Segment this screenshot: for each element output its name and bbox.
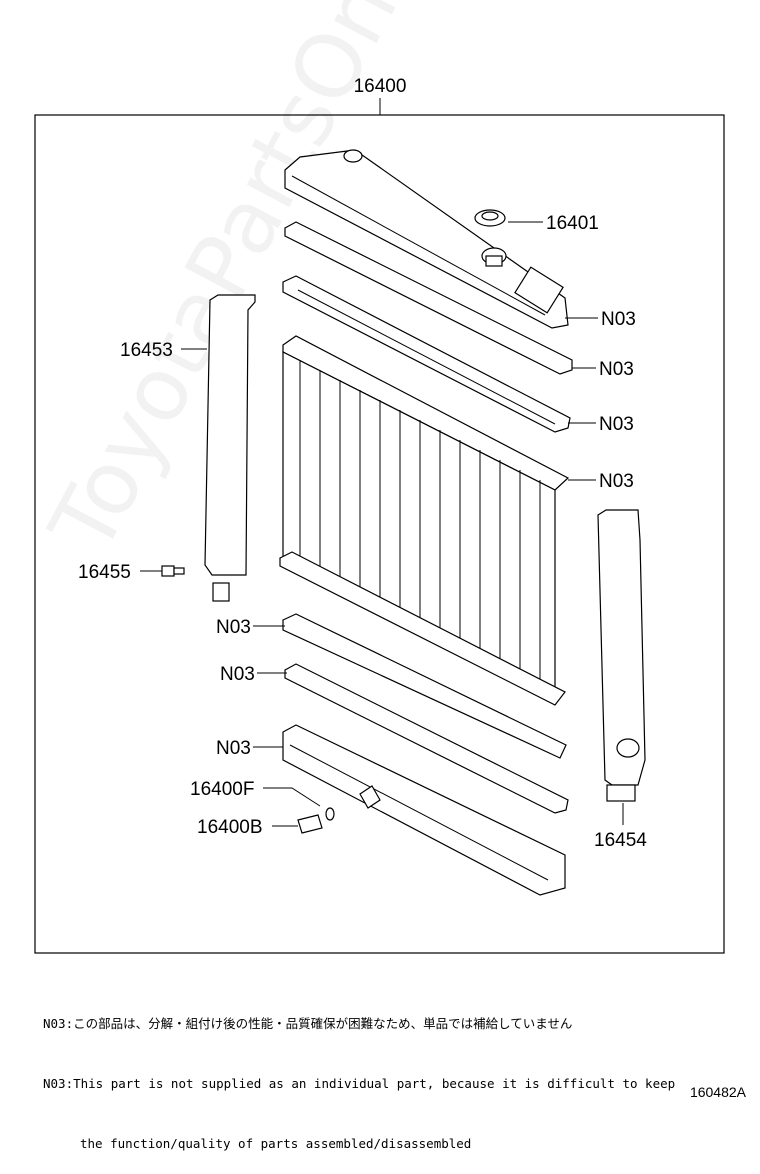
upper-core-plate[interactable] (282, 275, 571, 433)
lower-gasket[interactable] (284, 663, 569, 814)
lower-tank[interactable] (282, 724, 566, 896)
note-en-1: N03:This part is not supplied as an indi… (43, 1076, 676, 1091)
note-en-2: the function/quality of parts assembled/… (80, 1136, 472, 1151)
label-16400[interactable]: 16400 (354, 76, 407, 97)
left-side-support[interactable] (204, 294, 256, 602)
notes: N03:この部品は、分解・組付け後の性能・品質確保が困難なため、単品では補給して… (43, 974, 743, 1174)
right-side-support[interactable] (597, 509, 646, 802)
radiator-core[interactable] (279, 335, 570, 706)
bolt[interactable] (161, 565, 185, 577)
label-16453[interactable]: 16453 (120, 340, 173, 361)
lower-core-plate[interactable] (282, 613, 567, 759)
upper-gasket[interactable] (284, 221, 573, 375)
label-n03-7[interactable]: N03 (216, 738, 251, 759)
note-jp: N03:この部品は、分解・組付け後の性能・品質確保が困難なため、単品では補給して… (43, 1016, 573, 1031)
label-16455[interactable]: 16455 (78, 562, 131, 583)
label-n03-2[interactable]: N03 (599, 359, 634, 380)
label-n03-4[interactable]: N03 (599, 471, 634, 492)
figure-number: 160482A (689, 1084, 746, 1100)
drain-cock[interactable] (297, 807, 335, 834)
label-16400B[interactable]: 16400B (197, 817, 263, 838)
label-16401[interactable]: 16401 (546, 213, 599, 234)
label-n03-5[interactable]: N03 (216, 617, 251, 638)
parts-diagram: 16400 16401 16400 (34, 76, 725, 954)
label-n03-1[interactable]: N03 (601, 309, 636, 330)
upper-tank[interactable] (284, 149, 569, 329)
label-16400F[interactable]: 16400F (190, 779, 254, 800)
radiator-cap[interactable] (474, 209, 507, 267)
label-n03-3[interactable]: N03 (599, 414, 634, 435)
label-16454[interactable]: 16454 (594, 830, 647, 851)
label-n03-6[interactable]: N03 (220, 664, 255, 685)
